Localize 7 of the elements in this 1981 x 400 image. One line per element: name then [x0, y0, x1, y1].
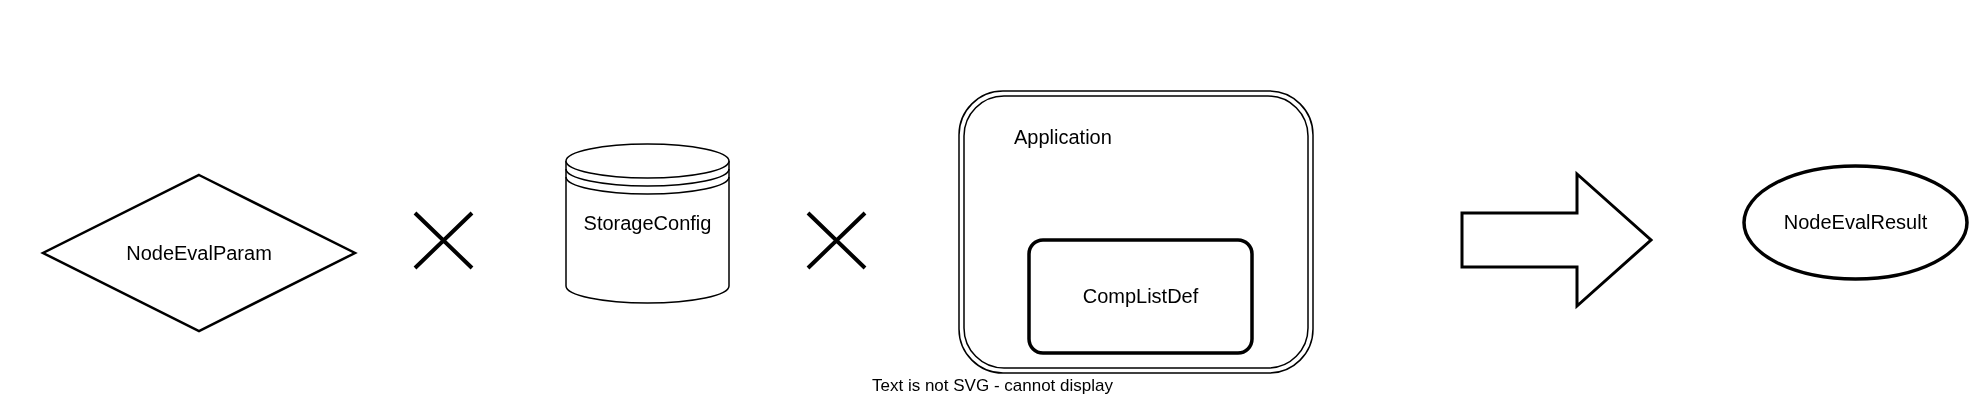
node-label: NodeEvalParam — [126, 241, 272, 265]
note-text: Text is not SVG - cannot display — [872, 376, 1113, 396]
container-title: Application — [1014, 126, 1112, 149]
node-label: CompListDef — [1082, 285, 1199, 308]
node-label: NodeEvalResult — [1783, 211, 1928, 234]
block-arrow — [1460, 170, 1654, 310]
node-label: StorageConfig — [583, 212, 712, 235]
